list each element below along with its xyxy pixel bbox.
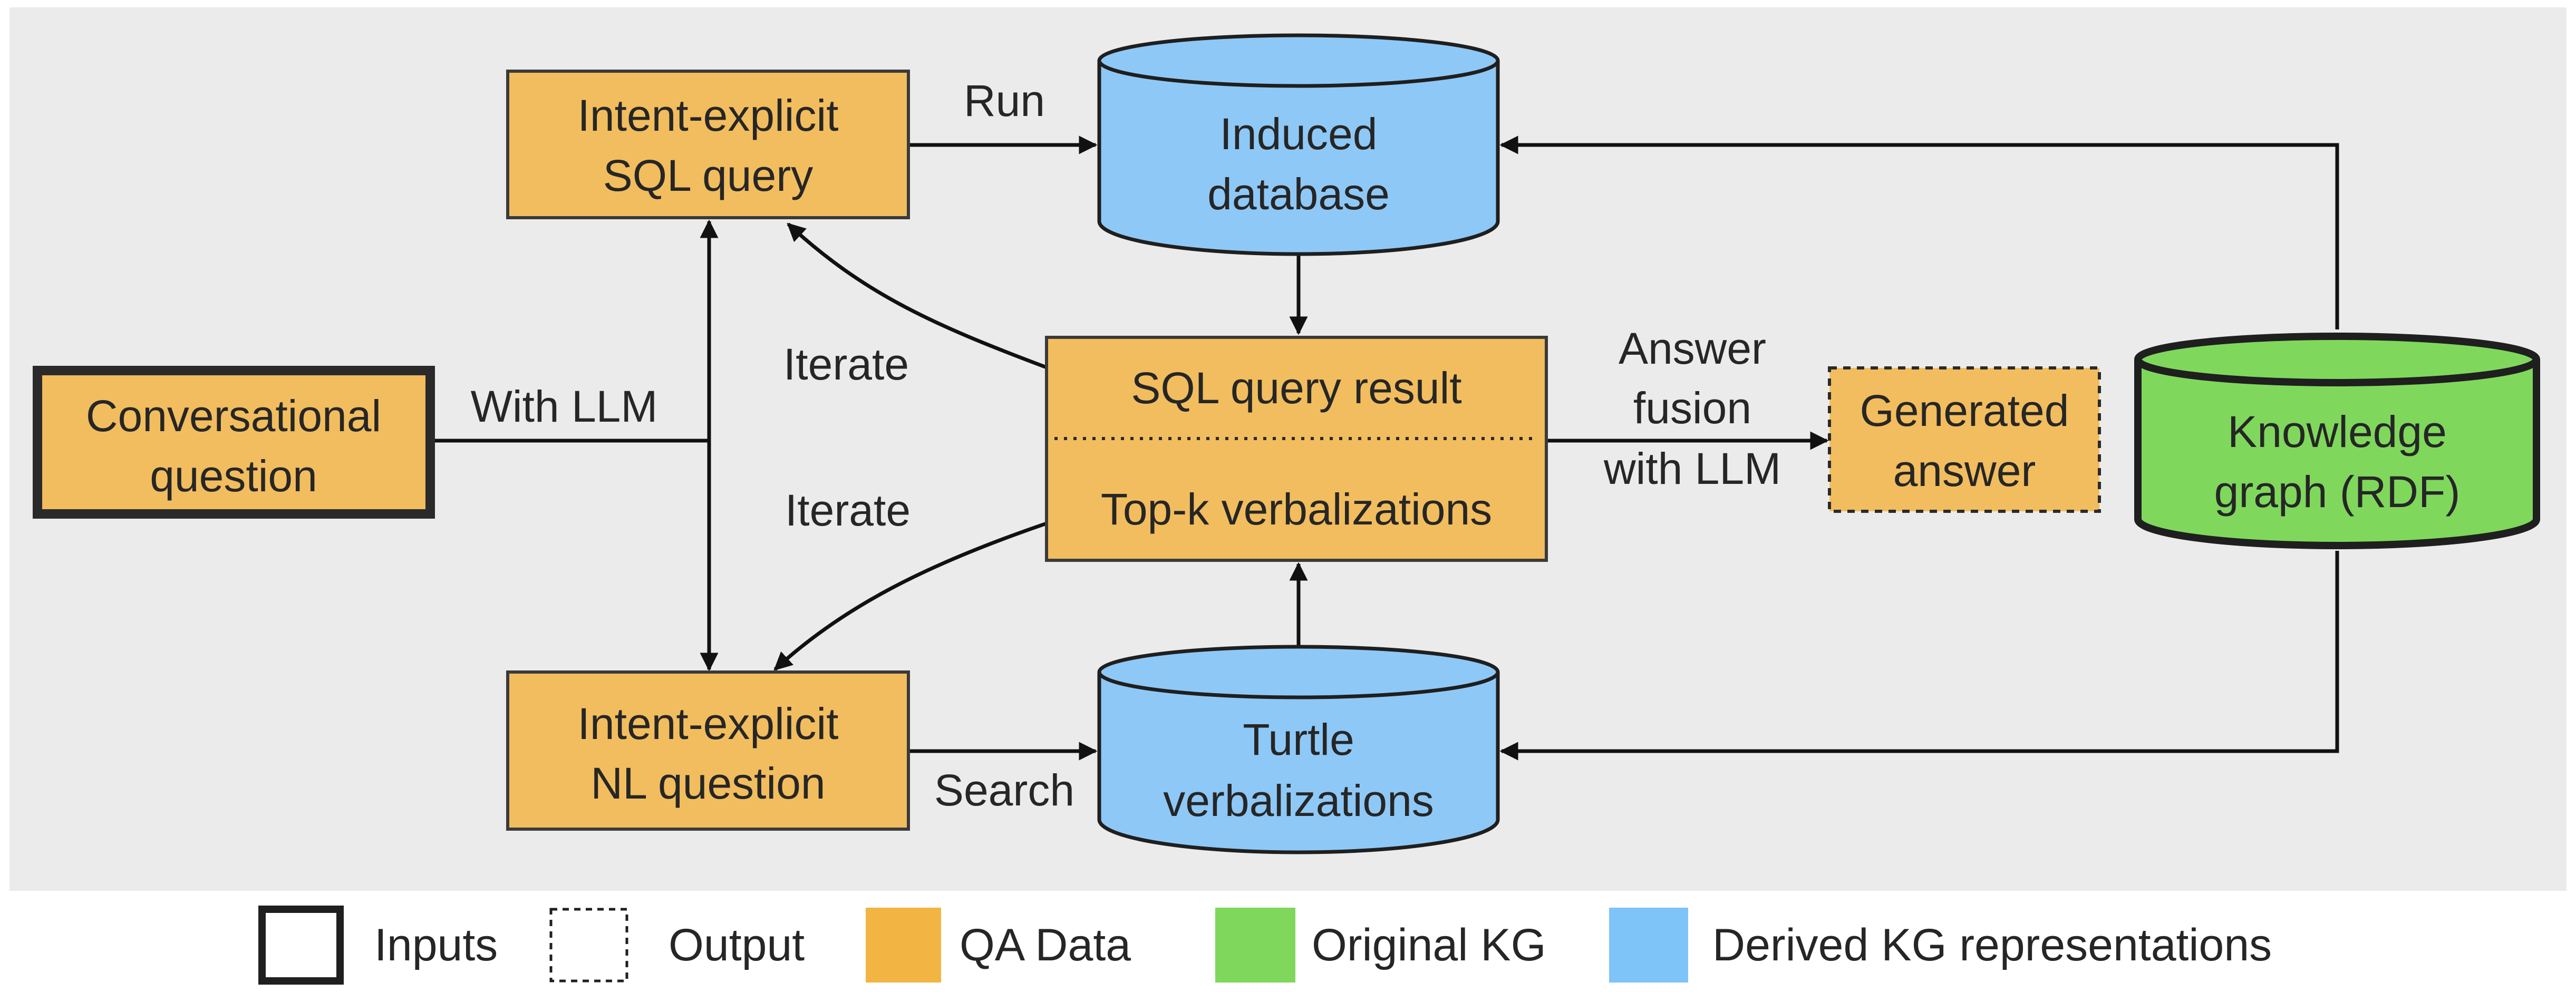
node-sql-query: Intent-explicit SQL query — [506, 70, 910, 219]
sql-query-line-2: SQL query — [603, 151, 813, 200]
result-box — [1045, 336, 1548, 562]
label-with-llm: With LLM — [471, 382, 658, 431]
knowledge-graph-body — [2134, 359, 2540, 549]
result-top-label: SQL query result — [1131, 363, 1461, 413]
conversational-question-line-1: Conversational — [86, 391, 381, 441]
edge-kg-to-db — [1499, 135, 2339, 329]
legend-label-output: Output — [669, 920, 805, 970]
label-search: Search — [934, 765, 1074, 815]
induced-database-line-2: database — [1207, 169, 1390, 219]
turtle-verbalizations-line-2: verbalizations — [1163, 776, 1434, 825]
nl-question-line-2: NL question — [590, 758, 825, 808]
label-answer-fusion-1: Answer — [1619, 324, 1766, 373]
induced-database-body — [1097, 61, 1500, 256]
label-iterate-top: Iterate — [783, 339, 909, 389]
sql-query-line-1: Intent-explicit — [578, 91, 839, 140]
node-result-box: SQL query result Top-k verbalizations — [1045, 336, 1548, 562]
knowledge-graph-top — [2134, 333, 2540, 386]
turtle-verbalizations-body — [1097, 672, 1500, 854]
label-answer-fusion-2: fusion — [1633, 383, 1751, 433]
node-conversational-question: Conversational question — [33, 366, 435, 519]
label-iterate-bottom: Iterate — [785, 485, 911, 535]
legend: Inputs Output QA Data Original KG Derive… — [258, 906, 2272, 985]
knowledge-graph-line-2: graph (RDF) — [2214, 467, 2461, 517]
edge-iterate-bottom — [773, 521, 1048, 671]
turtle-verbalizations-top — [1097, 645, 1500, 699]
node-turtle-verbalizations: Turtle verbalizations — [1097, 645, 1500, 854]
conversational-question-line-2: question — [150, 451, 317, 501]
legend-label-derived: Derived KG representations — [1712, 920, 2272, 970]
node-knowledge-graph: Knowledge graph (RDF) — [2134, 333, 2540, 549]
legend-swatch-inputs — [258, 906, 344, 985]
node-nl-question: Intent-explicit NL question — [506, 670, 910, 831]
legend-label-inputs: Inputs — [374, 920, 498, 970]
label-answer-fusion-3: with LLM — [1603, 444, 1781, 493]
node-generated-answer: Generated answer — [1828, 366, 2101, 513]
edges — [431, 135, 2339, 761]
generated-answer-line-2: answer — [1893, 446, 2036, 495]
nl-question-line-1: Intent-explicit — [578, 699, 839, 748]
edge-iterate-top — [787, 222, 1048, 369]
legend-swatch-qa — [866, 908, 941, 983]
legend-label-kg: Original KG — [1312, 920, 1546, 970]
legend-label-qa: QA Data — [960, 920, 1131, 970]
nl-question-box — [506, 670, 910, 831]
edge-kg-to-turtle — [1499, 551, 2339, 761]
node-induced-database: Induced database — [1097, 33, 1500, 256]
induced-database-line-1: Induced — [1220, 109, 1378, 159]
generated-answer-box — [1828, 366, 2101, 513]
result-bottom-label: Top-k verbalizations — [1101, 484, 1492, 534]
legend-swatch-output — [549, 908, 628, 983]
sql-query-box — [506, 70, 910, 219]
induced-database-top — [1097, 33, 1500, 88]
knowledge-graph-line-1: Knowledge — [2228, 407, 2447, 456]
label-run: Run — [964, 76, 1045, 125]
conversational-question-box — [33, 366, 435, 519]
legend-swatch-kg — [1215, 908, 1295, 983]
generated-answer-line-1: Generated — [1860, 386, 2069, 435]
turtle-verbalizations-line-1: Turtle — [1243, 715, 1354, 764]
legend-swatch-derived — [1609, 908, 1688, 983]
